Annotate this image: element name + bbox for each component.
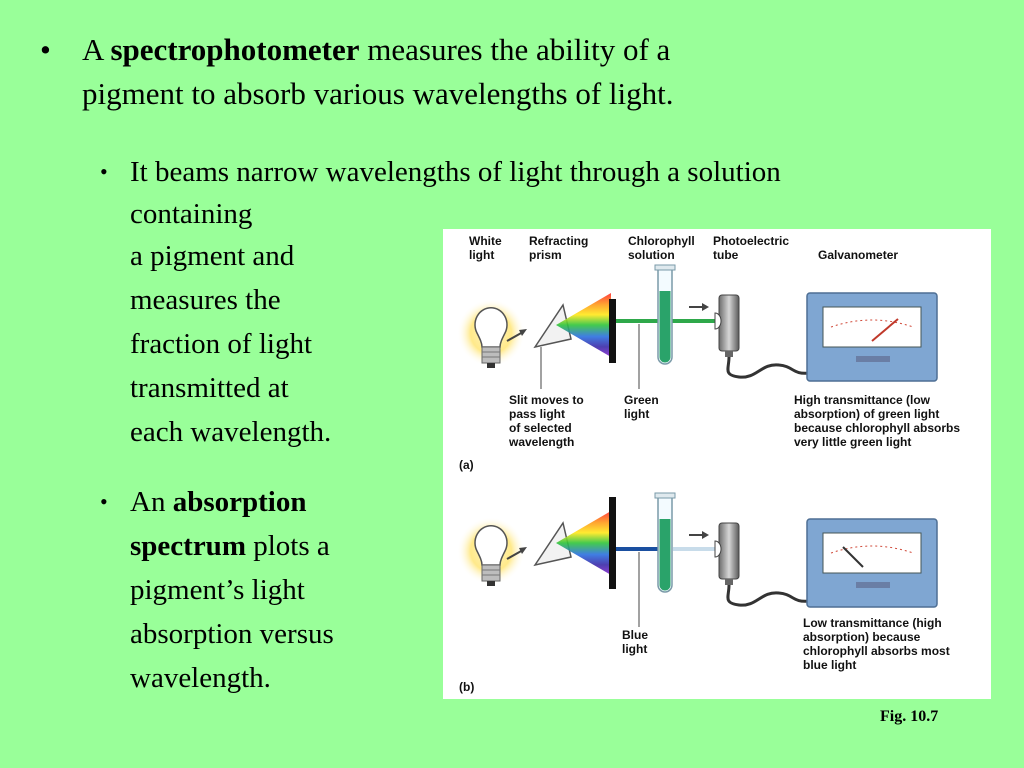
- spectrum-fan: [556, 293, 611, 357]
- light-bulb-icon: [474, 525, 508, 586]
- arrowhead-icon: [702, 303, 709, 311]
- main-bullet-text: A spectrophotometer measures the ability…: [82, 28, 982, 116]
- sub2-term1: absorption: [172, 486, 307, 518]
- bullet-symbol: •: [100, 159, 108, 184]
- sub1-line: transmitted at: [130, 372, 289, 404]
- sub2-suffix: plots a: [245, 530, 330, 562]
- galvanometer-icon: [806, 518, 938, 608]
- label-galvanometer: Galvanometer: [818, 248, 898, 262]
- sub1-line: each wavelength.: [130, 416, 332, 448]
- cable: [726, 356, 810, 379]
- slit: [609, 497, 616, 589]
- sub1-line: containing: [130, 198, 253, 230]
- sub1-line: It beams narrow wavelengths of light thr…: [130, 156, 781, 188]
- sub2-term2: spectrum: [130, 530, 246, 562]
- cable: [726, 584, 810, 607]
- arrowhead-icon: [702, 531, 709, 539]
- main-prefix: A: [82, 32, 111, 67]
- arrow-icon: [506, 549, 524, 560]
- main-term: spectrophotometer: [110, 32, 360, 67]
- sub1-line: a pigment and: [130, 240, 295, 272]
- sub1-line: measures the: [130, 284, 281, 316]
- label-panel-b: (b): [459, 680, 474, 694]
- needle-low-icon: [842, 546, 864, 568]
- arrowhead-icon: [519, 547, 527, 554]
- galvanometer-icon: [806, 292, 938, 382]
- photoelectric-tube-icon: [714, 522, 740, 585]
- bullet-symbol: •: [100, 489, 108, 514]
- label-panel-a: (a): [459, 458, 474, 472]
- needle-high-icon: [871, 318, 899, 342]
- photoelectric-tube-icon: [714, 294, 740, 357]
- sub2-line: wavelength.: [130, 662, 271, 694]
- main-line2: pigment to absorb various wavelengths of…: [82, 76, 674, 111]
- sub1-line: fraction of light: [130, 328, 313, 360]
- test-tube-icon: [654, 492, 676, 593]
- arrow-icon: [506, 331, 524, 342]
- sub2-line: pigment’s light: [130, 574, 305, 606]
- sub2-line: absorption versus: [130, 618, 334, 650]
- spectrum-fan: [556, 511, 611, 575]
- bullet-symbol: •: [40, 32, 51, 67]
- sub-bullet-2-text: An absorption spectrum plots a pigment’s…: [130, 480, 334, 700]
- main-suffix: measures the ability of a: [359, 32, 671, 67]
- figure-caption: Fig. 10.7: [880, 708, 939, 725]
- light-bulb-icon: [474, 307, 508, 368]
- slit: [609, 299, 616, 363]
- sub2-prefix: An: [130, 486, 173, 518]
- test-tube-icon: [654, 264, 676, 365]
- sub-bullet-1-text: It beams narrow wavelengths of light thr…: [130, 150, 781, 454]
- arrowhead-icon: [519, 329, 527, 336]
